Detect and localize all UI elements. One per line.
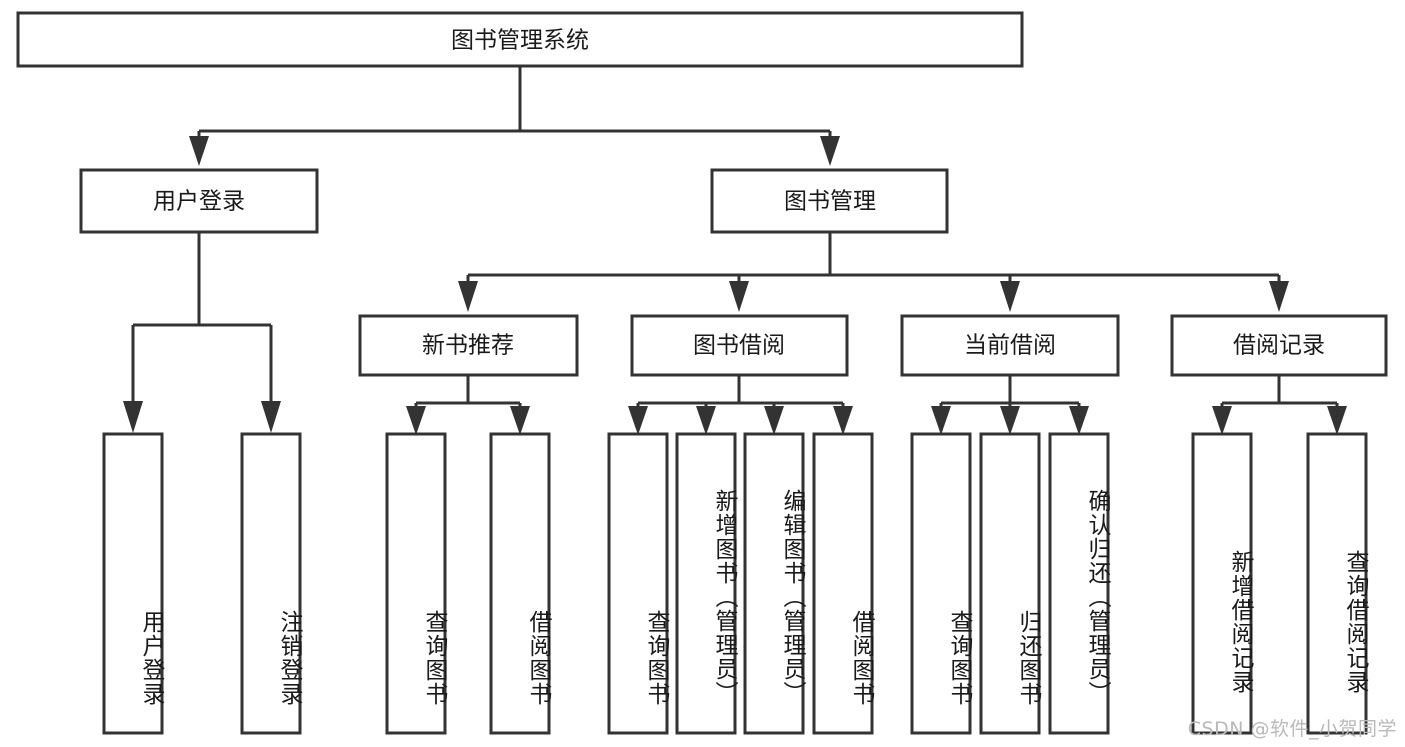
node-book-borrow-label: 图书借阅 — [693, 333, 785, 359]
arrow-head-user-login — [189, 136, 209, 166]
arrow-head-bb-leaf-1 — [696, 406, 716, 435]
node-new-book-recommend-label: 新书推荐 — [422, 333, 514, 359]
node-book-management-label: 图书管理 — [784, 189, 876, 215]
arrow-head-new-book-recommend — [458, 281, 478, 312]
leaf-box-bb-query-book[interactable] — [607, 432, 669, 735]
leaf-box-bb-edit-book-admin[interactable] — [743, 432, 805, 735]
node-new-book-recommend[interactable] — [358, 314, 579, 377]
leaf-box-user-login[interactable] — [102, 432, 164, 735]
leaf-box-cb-confirm-return-admin[interactable] — [1048, 432, 1110, 735]
arrow-head-book-management — [820, 136, 840, 166]
arrow-head-leaf-user-login — [123, 401, 143, 433]
leaf-box-logout[interactable] — [240, 432, 302, 735]
arrow-head-bb-leaf-2 — [764, 406, 784, 435]
arrow-head-book-borrow — [729, 281, 749, 312]
leaf-box-cb-query-book[interactable] — [910, 432, 972, 735]
arrow-head-br-leaf-0 — [1212, 406, 1232, 435]
csdn-watermark: CSDN @软件_小贺同学 — [1187, 718, 1397, 740]
node-borrow-record-label: 借阅记录 — [1233, 333, 1325, 359]
leaf-box-nb-query-book[interactable] — [385, 432, 447, 735]
arrow-head-bb-leaf-3 — [833, 406, 853, 435]
node-current-borrow-label: 当前借阅 — [964, 333, 1056, 359]
node-borrow-record[interactable] — [1170, 314, 1388, 377]
node-root-book-management-system[interactable] — [16, 11, 1024, 68]
arrow-head-br-leaf-1 — [1327, 406, 1347, 435]
node-book-borrow[interactable] — [630, 314, 849, 377]
arrow-head-nb-leaf-1 — [510, 406, 530, 435]
arrow-head-cb-leaf-0 — [931, 406, 951, 435]
arrow-head-bb-leaf-0 — [628, 406, 648, 435]
arrow-head-nb-leaf-0 — [406, 406, 426, 435]
leaf-box-br-add-record[interactable] — [1191, 432, 1253, 735]
leaf-box-bb-add-book-admin[interactable] — [675, 432, 737, 735]
node-user-login-label: 用户登录 — [153, 189, 245, 215]
leaf-box-nb-borrow-book[interactable] — [489, 432, 551, 735]
node-root-label: 图书管理系统 — [451, 28, 589, 54]
arrow-head-borrow-record — [1269, 281, 1289, 312]
arrow-head-cb-leaf-2 — [1069, 406, 1089, 435]
leaf-box-bb-borrow-book[interactable] — [812, 432, 874, 735]
arrow-head-current-borrow — [1000, 281, 1020, 312]
leaf-box-cb-return-book[interactable] — [979, 432, 1041, 735]
arrow-head-leaf-logout — [261, 401, 281, 433]
leaf-box-br-query-record[interactable] — [1306, 432, 1368, 735]
arrow-head-cb-leaf-1 — [1000, 406, 1020, 435]
node-current-borrow[interactable] — [900, 314, 1120, 377]
node-book-management[interactable] — [710, 168, 949, 234]
